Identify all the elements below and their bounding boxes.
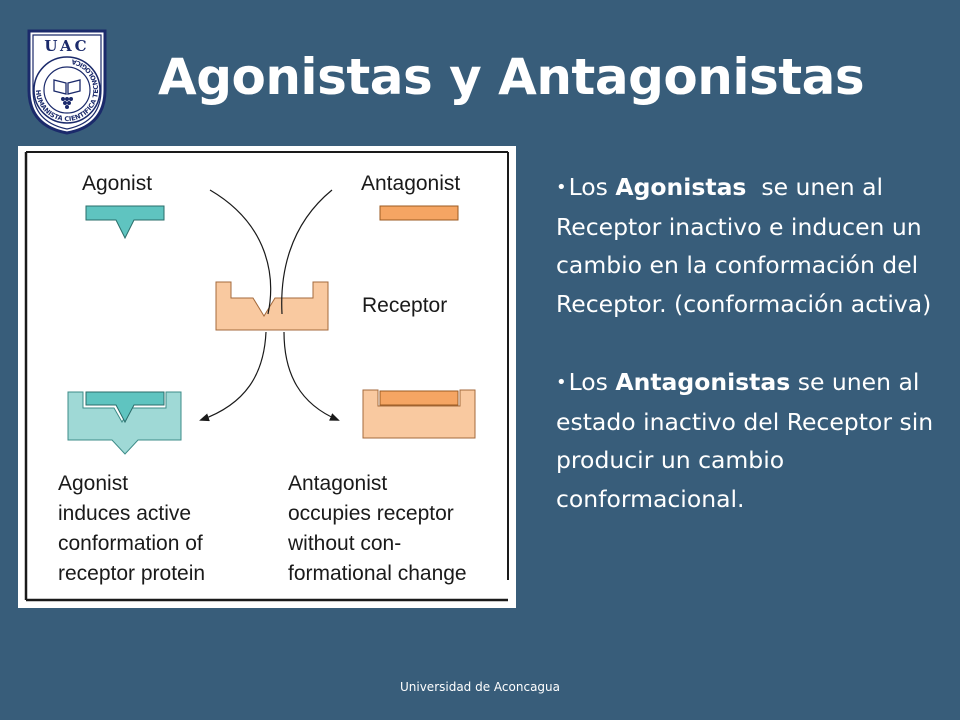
arrow-to-active-state bbox=[199, 331, 267, 422]
bullet-keyword: Agonistas bbox=[615, 173, 747, 201]
bullet-text: Los bbox=[568, 173, 616, 201]
antagonist-label: Antagonist bbox=[361, 172, 460, 195]
antagonist-caption: Antagonist occupies receptor without con… bbox=[287, 472, 467, 585]
antagonist-caption-line: without con- bbox=[287, 532, 401, 555]
book-icon bbox=[53, 79, 81, 95]
bullet-text: Los bbox=[568, 368, 616, 396]
arrow-agonist-binding bbox=[209, 189, 272, 315]
shield-icon: UAC HUMANISTA CIENTIFICA TECNOLOGICA bbox=[27, 29, 107, 135]
antagonist-molecule bbox=[379, 205, 459, 221]
agonist-caption-line: receptor protein bbox=[58, 562, 205, 585]
bullet-icon: • bbox=[556, 177, 567, 198]
bullet-list: •Los Agonistas se unen al Receptor inact… bbox=[556, 168, 936, 558]
agonist-label: Agonist bbox=[82, 172, 152, 195]
agonist-caption: Agonist induces active conformation of r… bbox=[58, 472, 205, 585]
arrow-to-blocked-state bbox=[283, 331, 340, 421]
bound-antagonist bbox=[379, 390, 459, 406]
antagonist-caption-line: Antagonist bbox=[288, 472, 387, 495]
agonist-antagonist-diagram: Agonist Antagonist Receptor Agonist indu… bbox=[18, 146, 516, 608]
antagonist-caption-line: formational change bbox=[288, 562, 467, 585]
arrow-antagonist-binding bbox=[281, 189, 333, 315]
university-logo: UAC HUMANISTA CIENTIFICA TECNOLOGICA bbox=[26, 28, 108, 136]
receptor-label: Receptor bbox=[362, 294, 447, 317]
bullet-icon: • bbox=[556, 372, 567, 393]
bullet-text: se unen al estado inactivo del Receptor … bbox=[556, 368, 934, 513]
antagonist-caption-line: occupies receptor bbox=[288, 502, 454, 525]
active-receptor bbox=[67, 391, 182, 455]
bound-agonist bbox=[85, 391, 165, 424]
agonist-caption-line: conformation of bbox=[58, 532, 203, 555]
bullet-text: se unen al Receptor inactivo e inducen u… bbox=[556, 173, 932, 318]
blocked-receptor bbox=[362, 389, 476, 439]
agonist-caption-line: induces active bbox=[58, 502, 191, 525]
bullet-antagonistas: •Los Antagonistas se unen al estado inac… bbox=[556, 363, 936, 518]
grapes-icon bbox=[61, 97, 73, 109]
footer-text: Universidad de Aconcagua bbox=[399, 680, 560, 694]
page-title: Agonistas y Antagonistas bbox=[158, 48, 865, 106]
inactive-receptor bbox=[215, 281, 329, 331]
bullet-agonistas: •Los Agonistas se unen al Receptor inact… bbox=[556, 168, 936, 323]
logo-abbr: UAC bbox=[44, 37, 89, 55]
agonist-caption-line: Agonist bbox=[58, 472, 128, 495]
bullet-keyword: Antagonistas bbox=[615, 368, 791, 396]
agonist-molecule bbox=[85, 205, 165, 240]
